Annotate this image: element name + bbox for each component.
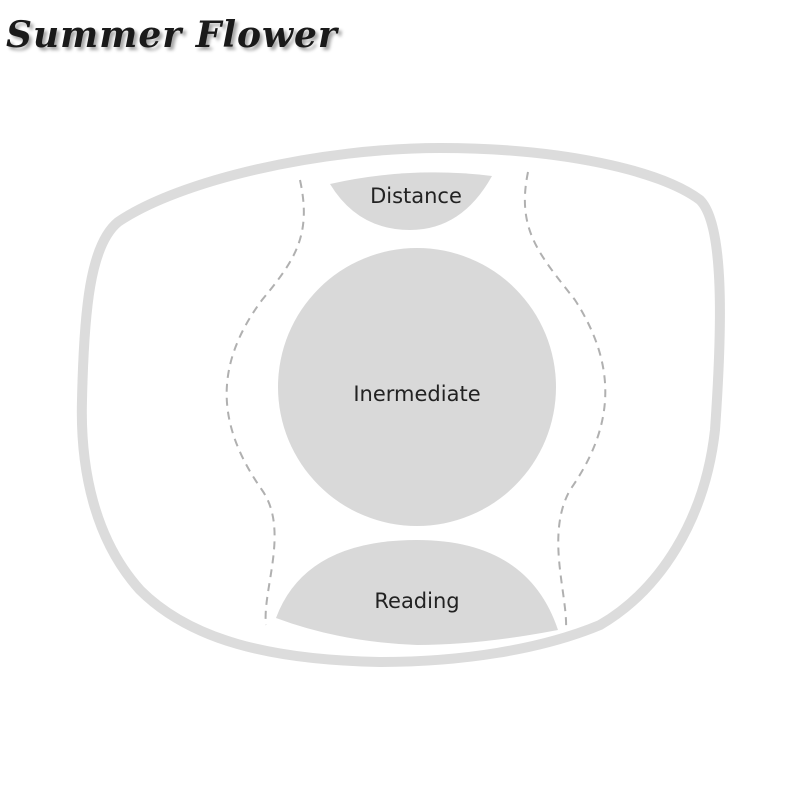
distance-zone-label: Distance — [370, 184, 462, 208]
reading-zone — [276, 540, 558, 645]
distance-zone — [330, 172, 492, 230]
right-corridor-boundary — [523, 171, 607, 631]
intermediate-zone — [278, 248, 556, 526]
reading-zone-label: Reading — [374, 589, 459, 613]
lens-outline — [76, 142, 725, 668]
left-corridor-boundary — [225, 179, 305, 626]
intermediate-zone-label: Inermediate — [353, 382, 480, 406]
brand-logo-text: Summer Flower — [6, 14, 338, 56]
